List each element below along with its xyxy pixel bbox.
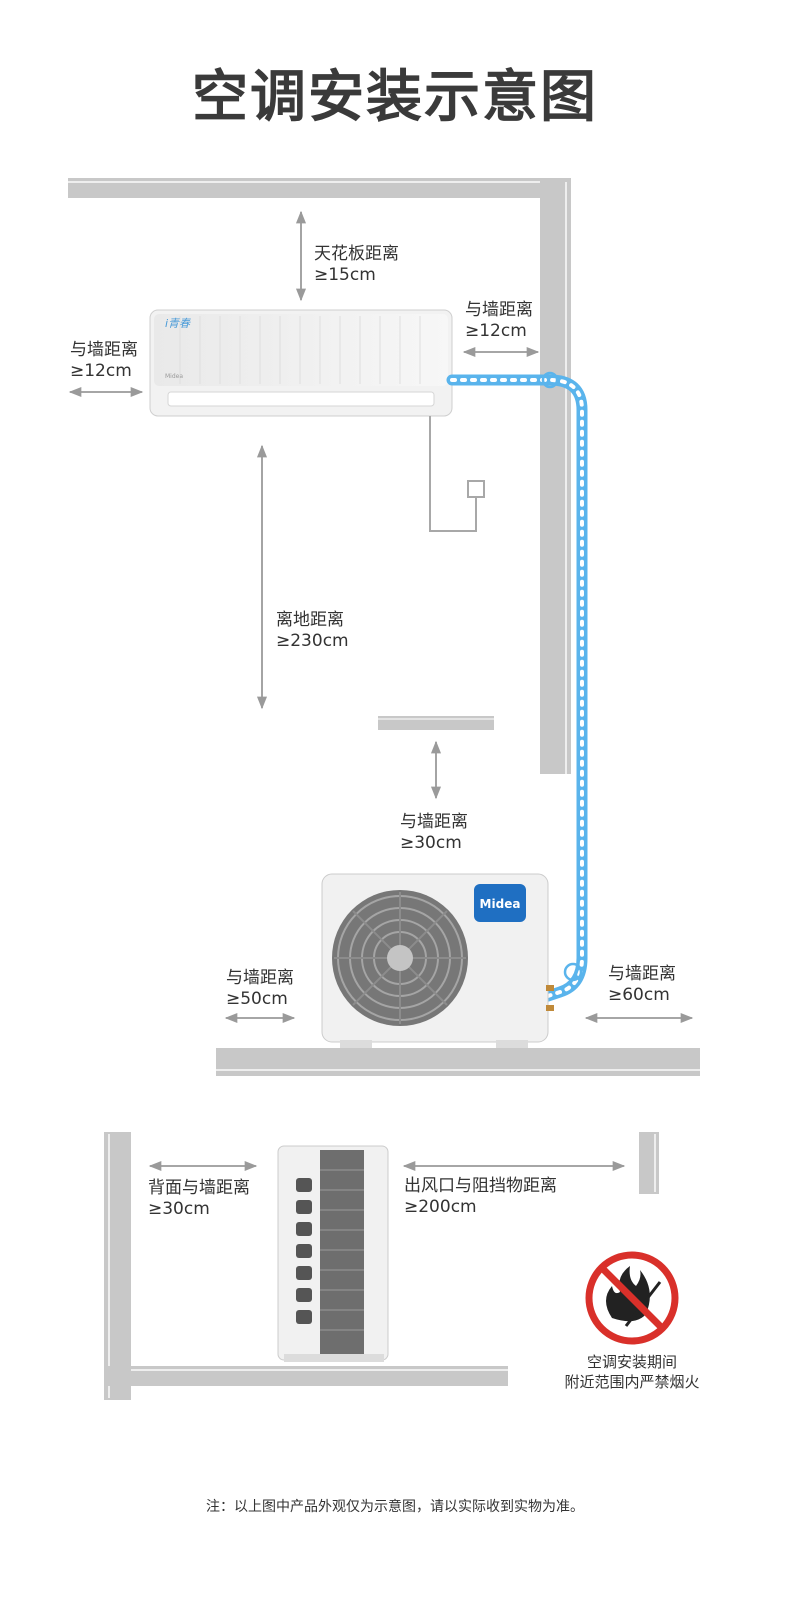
outdoor-ground [216,1048,700,1076]
floor-clearance-label: 离地距离 ≥230cm [276,610,349,651]
indoor-left-wall-label: 与墙距离 ≥12cm [70,340,138,381]
no-fire-icon [585,1251,679,1345]
outdoor-right-wall-label: 与墙距离 ≥60cm [608,964,676,1005]
outdoor-left-wall-label: 与墙距离 ≥50cm [226,968,294,1009]
indoor-right-wall-label: 与墙距离 ≥12cm [465,300,533,341]
no-fire-warning: 空调安装期间 附近范围内严禁烟火 [564,1353,700,1391]
disclaimer-note: 注：以上图中产品外观仅为示意图，请以实际收到实物为准。 [206,1499,584,1515]
indoor-unit: i青春 Midea [149,309,453,417]
midea-logo-badge [474,884,526,922]
side-view [104,1132,659,1400]
indoor-brand: Midea [165,373,183,380]
indoor-badge: i青春 [165,317,191,330]
drain-and-socket [429,416,485,532]
back-wall-ledge [378,716,494,730]
side-back-wall-label: 背面与墙距离 ≥30cm [148,1178,250,1219]
side-outlet-label: 出风口与阻挡物距离 ≥200cm [404,1176,557,1217]
room-walls [68,178,700,1076]
dimension-arrows [68,210,694,1172]
outdoor-brand: Midea [480,897,521,911]
power-socket-icon [467,480,485,498]
ceiling-clearance-label: 天花板距离 ≥15cm [314,244,399,285]
outdoor-back-wall-label: 与墙距离 ≥30cm [400,812,468,853]
refrigerant-pipe [446,371,588,1002]
page-title: 空调安装示意图 [192,65,598,130]
outdoor-unit: Midea [321,873,554,1048]
